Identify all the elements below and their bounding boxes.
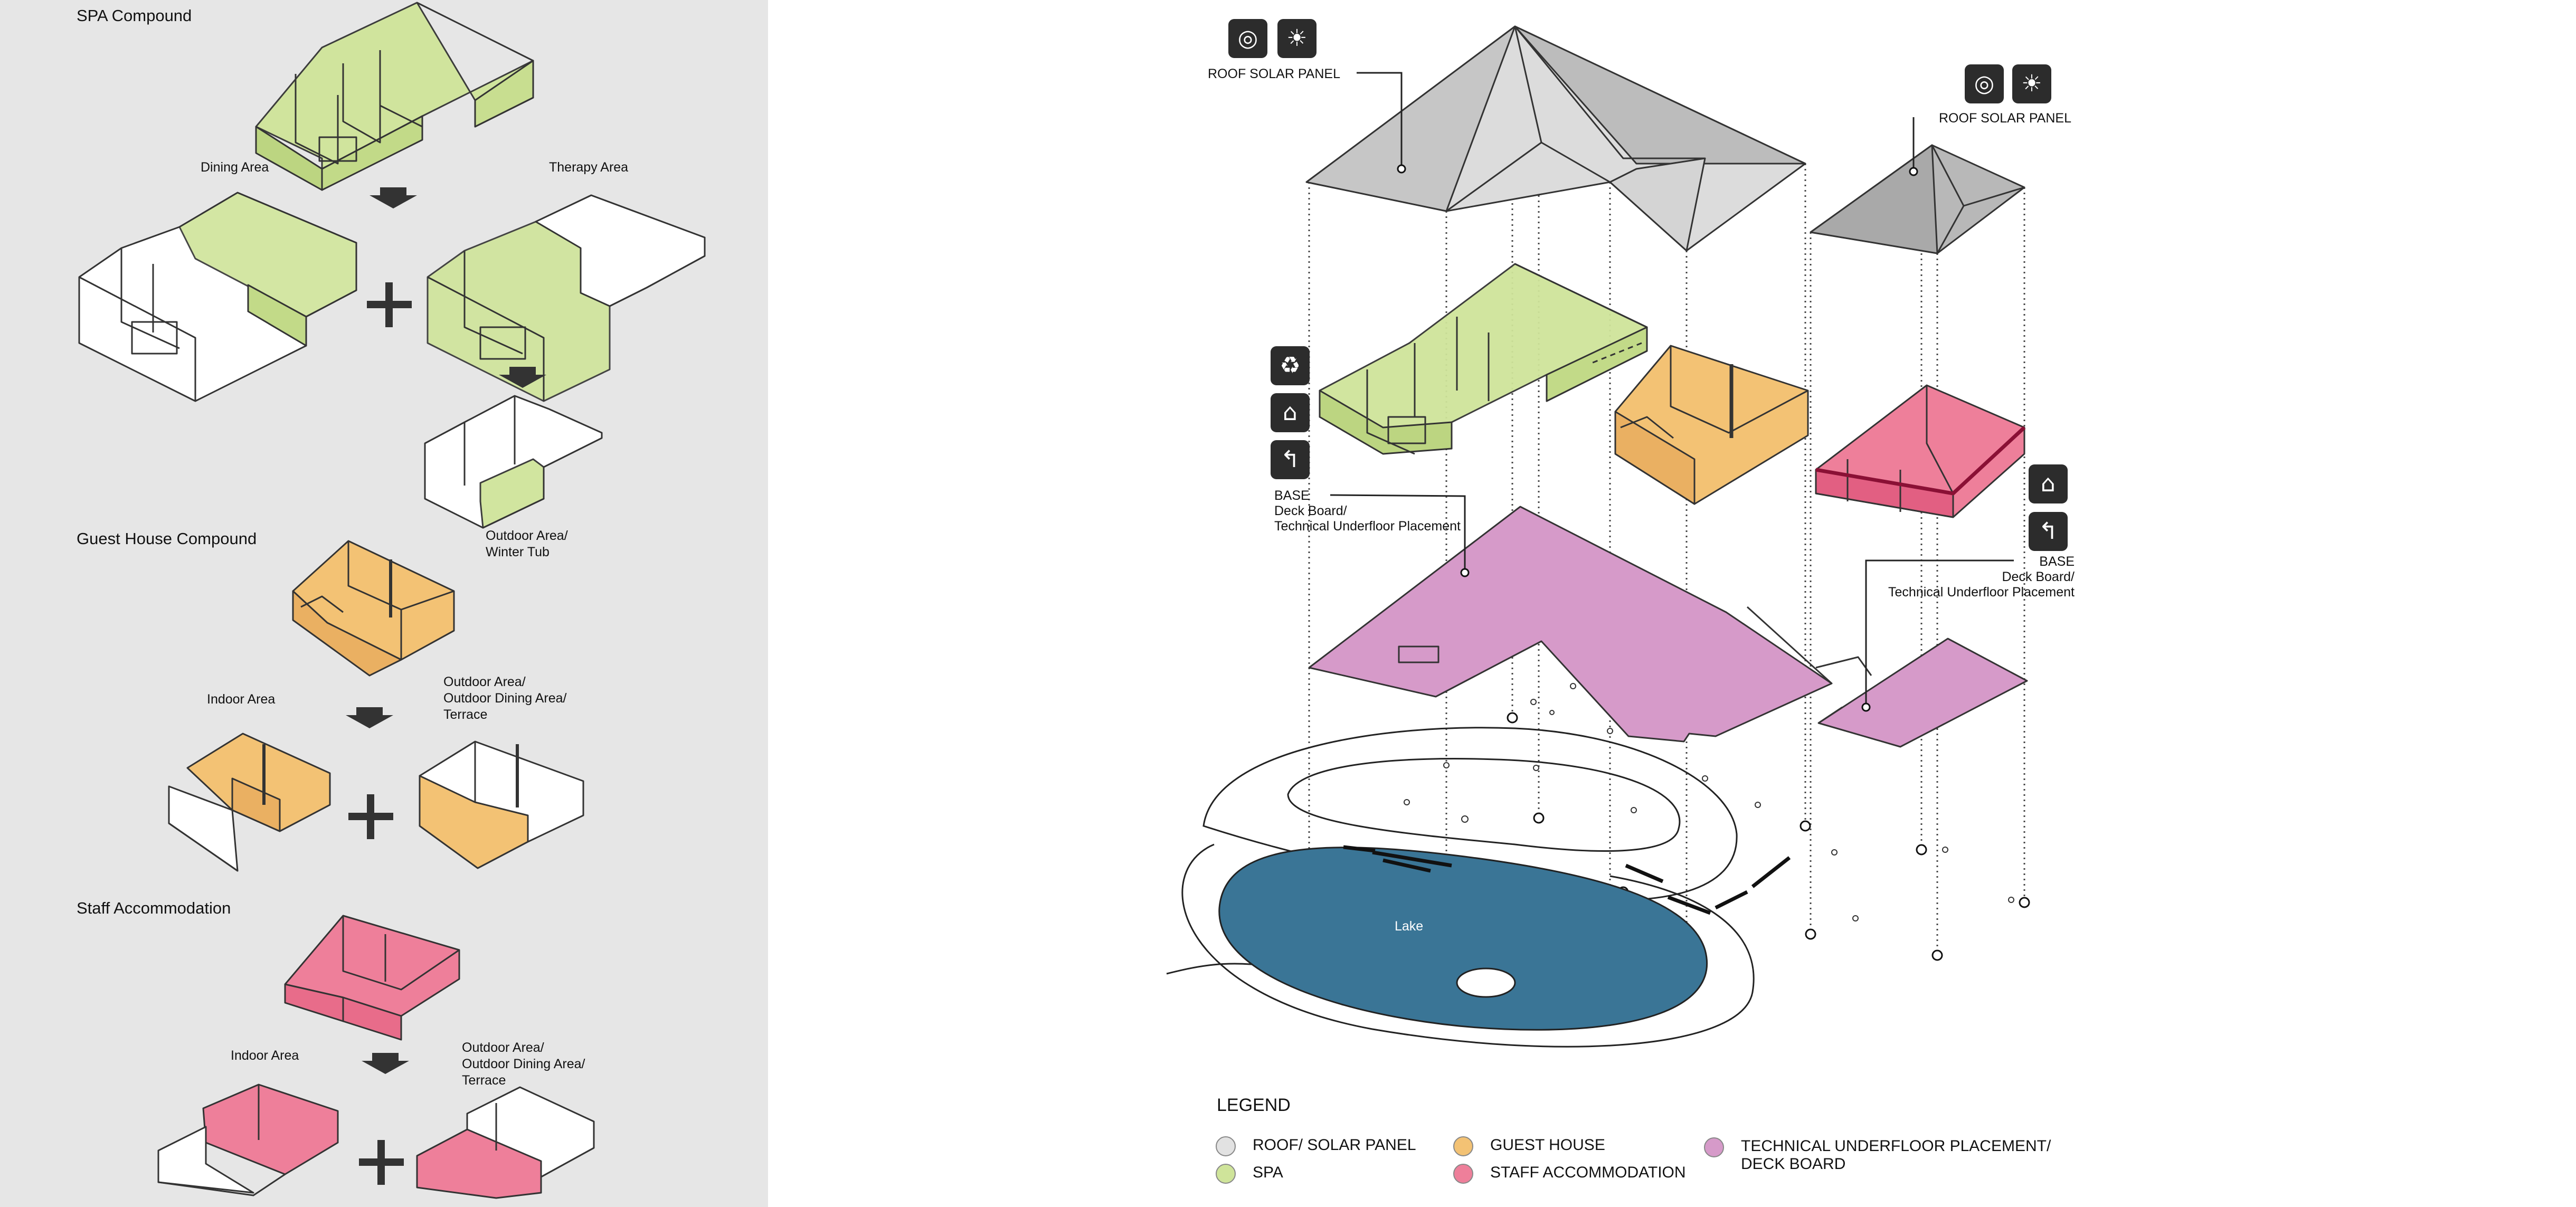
jetty-paths — [1343, 845, 1791, 915]
guest-house-diagram — [292, 540, 455, 677]
solar-panel-icon: ◎ — [1228, 19, 1267, 58]
spa-dining-label: Dining Area — [201, 160, 269, 175]
annotation-leaders — [1330, 72, 2014, 707]
staff-accommodation-layer — [1815, 384, 2026, 518]
spa-therapy-label: Therapy Area — [549, 160, 629, 175]
eco-house-icon: ⌂ — [2029, 464, 2068, 503]
deck-board-layer-small — [1817, 638, 2028, 748]
lake-label: Lake — [1395, 919, 1424, 934]
legend-label-roof: ROOF/ SOLAR PANEL — [1253, 1136, 1416, 1154]
legend-title: LEGEND — [1217, 1095, 1291, 1115]
staff-indoor-diagram — [157, 1084, 339, 1196]
legend-label-guest-house: GUEST HOUSE — [1490, 1136, 1605, 1154]
legend-swatch-spa — [1216, 1164, 1236, 1184]
spa-layer — [1319, 263, 1648, 455]
light-bulb-icon: ☀ — [2012, 64, 2051, 103]
guest-indoor-diagram — [168, 733, 331, 872]
base-deck-label-2: BASE Deck Board/ Technical Underfloor Pl… — [1888, 554, 2075, 600]
eco-house-icon: ⌂ — [1271, 393, 1310, 432]
staff-accommodation-title: Staff Accommodation — [77, 899, 231, 917]
staff-indoor-label: Indoor Area — [231, 1048, 299, 1063]
staff-accommodation-diagram — [284, 915, 460, 1041]
deck-board-layer-main — [1308, 506, 1872, 743]
legend-label-spa: SPA — [1253, 1164, 1283, 1181]
legend-swatch-guest-house — [1453, 1136, 1473, 1156]
arrow-down-icon — [362, 1053, 409, 1074]
arrow-down-icon — [499, 367, 546, 388]
guest-indoor-label: Indoor Area — [207, 692, 276, 707]
plus-icon — [348, 794, 393, 839]
small-roof — [1810, 144, 2025, 254]
staff-outdoor-diagram — [416, 1086, 595, 1199]
legend-swatch-roof — [1216, 1136, 1236, 1156]
scattered-markers — [1404, 683, 2014, 921]
spa-dining-diagram — [78, 192, 357, 402]
plus-icon — [359, 1140, 404, 1185]
light-bulb-icon: ☀ — [1277, 19, 1317, 58]
legend-item-deck-board: TECHNICAL UNDERFLOOR PLACEMENT/ DECK BOA… — [1704, 1137, 2051, 1173]
legend-item-roof: ROOF/ SOLAR PANEL — [1216, 1136, 1416, 1156]
annotation-points — [1397, 164, 1918, 712]
legend-item-spa: SPA — [1216, 1164, 1283, 1184]
plus-icon — [367, 282, 412, 327]
spa-therapy-diagram — [427, 194, 706, 402]
spa-outdoor-diagram — [424, 395, 603, 529]
arrow-down-icon — [346, 707, 393, 728]
guest-outdoor-diagram — [419, 740, 584, 869]
legend-item-staff: STAFF ACCOMMODATION — [1453, 1164, 1686, 1184]
water-tap-icon: ↰ — [1271, 440, 1310, 479]
spa-outdoor-label: Outdoor Area/ Winter Tub — [486, 528, 568, 559]
solar-panel-icon: ◎ — [1965, 64, 2004, 103]
main-roof — [1305, 25, 1806, 252]
arrow-down-icon — [370, 187, 417, 208]
recycle-icon: ♻ — [1271, 346, 1310, 385]
legend-swatch-staff — [1453, 1164, 1473, 1184]
guest-house-title: Guest House Compound — [77, 529, 257, 548]
base-deck-label-1: BASE Deck Board/ Technical Underfloor Pl… — [1274, 488, 1461, 534]
legend-swatch-deck-board — [1704, 1137, 1724, 1157]
lake — [1218, 847, 1708, 1031]
staff-outdoor-label: Outdoor Area/ Outdoor Dining Area/ Terra… — [462, 1040, 585, 1088]
guest-house-layer — [1588, 342, 1809, 505]
spa-compound-title: SPA Compound — [77, 6, 192, 25]
roof-solar-panel-label-1: ROOF SOLAR PANEL — [1208, 66, 1340, 81]
legend-label-deck-board: TECHNICAL UNDERFLOOR PLACEMENT/ DECK BOA… — [1741, 1137, 2051, 1173]
roof-solar-panel-label-2: ROOF SOLAR PANEL — [1939, 111, 2071, 126]
spa-compound-diagram — [255, 2, 534, 191]
water-tap-icon: ↰ — [2029, 512, 2068, 551]
guest-outdoor-label: Outdoor Area/ Outdoor Dining Area/ Terra… — [443, 674, 567, 722]
legend-item-guest-house: GUEST HOUSE — [1453, 1136, 1605, 1156]
legend-label-staff: STAFF ACCOMMODATION — [1490, 1164, 1686, 1181]
